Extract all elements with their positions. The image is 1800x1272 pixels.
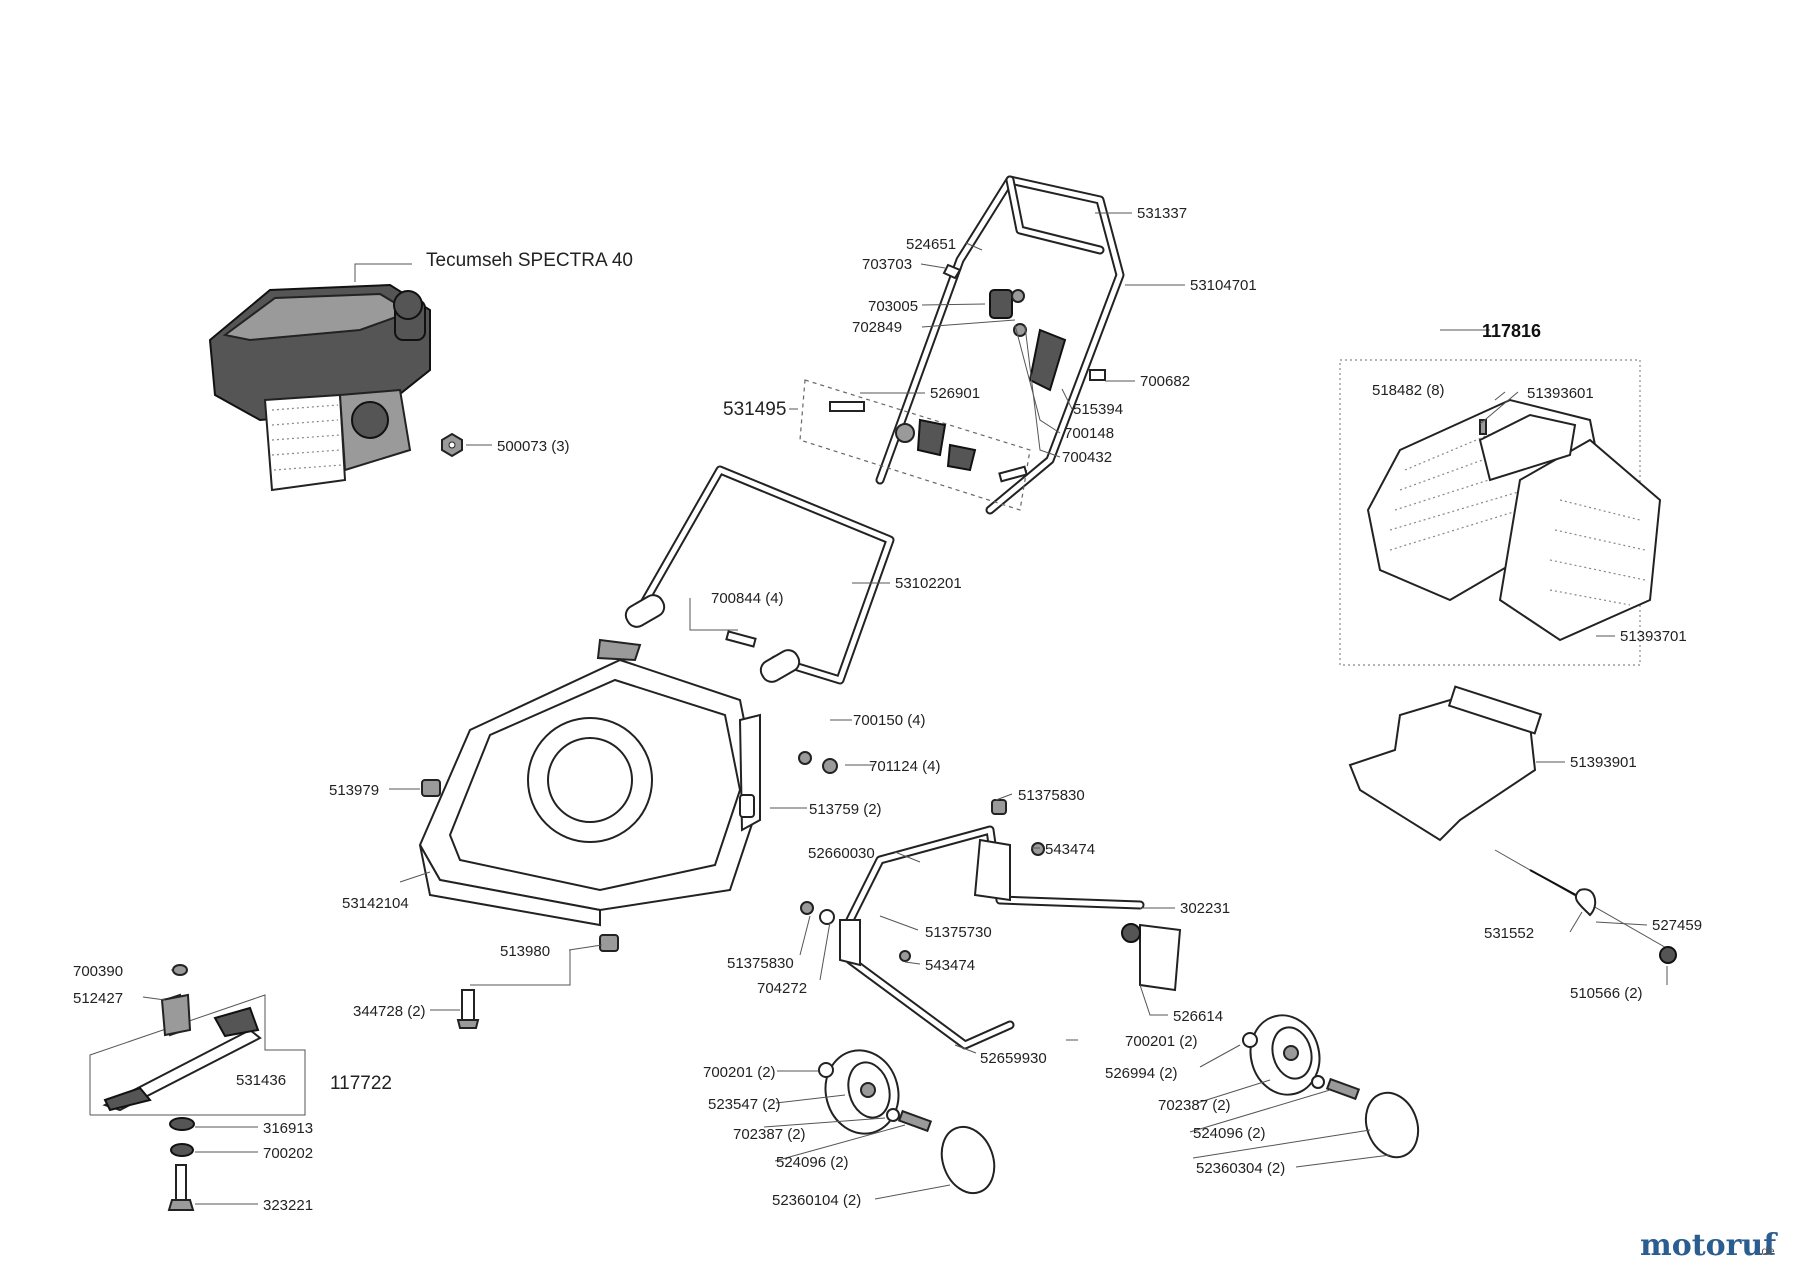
label-543474-lower: 543474 (925, 957, 975, 974)
grass-bag-kit-drawing (1339, 359, 1677, 964)
label-510566: 510566 (2) (1570, 985, 1643, 1002)
label-526614: 526614 (1173, 1008, 1223, 1025)
label-512427: 512427 (73, 990, 123, 1007)
upper-handle-drawing (875, 175, 1125, 515)
label-700202: 700202 (263, 1145, 313, 1162)
label-51375830-lower: 51375830 (727, 955, 794, 972)
label-323221: 323221 (263, 1197, 313, 1214)
rear-axle-drawing (800, 799, 1182, 1050)
label-51393601: 51393601 (1527, 385, 1594, 402)
label-700844: 700844 (4) (711, 590, 784, 607)
kit-label-blade: 117722 (330, 1073, 392, 1094)
kit-label-bag: 117816 (1482, 321, 1541, 341)
label-513979: 513979 (329, 782, 379, 799)
label-518482: 518482 (8) (1372, 382, 1445, 399)
label-704272: 704272 (757, 980, 807, 997)
label-51375730: 51375730 (925, 924, 992, 941)
label-515394: 515394 (1073, 401, 1123, 418)
handle-fixing-set-531495 (799, 379, 1031, 511)
label-543474-upper: 543474 (1045, 841, 1095, 858)
label-302231: 302231 (1180, 900, 1230, 917)
label-700148: 700148 (1064, 425, 1114, 442)
label-344728: 344728 (2) (353, 1003, 426, 1020)
deck-drawing (418, 638, 838, 927)
label-531436: 531436 (236, 1072, 286, 1089)
leader-lines (142, 212, 1668, 1205)
label-51375830-upper: 51375830 (1018, 787, 1085, 804)
deck-fixings (421, 779, 755, 952)
label-527459: 527459 (1652, 917, 1702, 934)
wheel-left (818, 1049, 996, 1195)
label-52360104: 52360104 (2) (772, 1192, 861, 1209)
label-53142104: 53142104 (342, 895, 409, 912)
label-702387-left: 702387 (2) (733, 1126, 806, 1143)
label-513980: 513980 (500, 943, 550, 960)
wheel-right (1242, 1014, 1420, 1159)
label-703005: 703005 (868, 298, 918, 315)
label-526901: 526901 (930, 385, 980, 402)
label-700432: 700432 (1062, 449, 1112, 466)
label-703703: 703703 (862, 256, 912, 273)
label-524651: 524651 (906, 236, 956, 253)
label-316913: 316913 (263, 1120, 313, 1137)
label-526994: 526994 (2) (1105, 1065, 1178, 1082)
label-51393701: 51393701 (1620, 628, 1687, 645)
label-531495: 531495 (723, 399, 786, 420)
engine-drawing (208, 283, 431, 492)
label-500073: 500073 (3) (497, 438, 570, 455)
engine-label: Tecumseh SPECTRA 40 (426, 250, 633, 271)
label-52659930: 52659930 (980, 1050, 1047, 1067)
label-702849: 702849 (852, 319, 902, 336)
label-700201-left: 700201 (2) (703, 1064, 776, 1081)
logo-suffix: .de (1758, 1244, 1775, 1258)
label-52660030: 52660030 (808, 845, 875, 862)
label-702387-right: 702387 (2) (1158, 1097, 1231, 1114)
site-logo: motoruf .de (1640, 1228, 1778, 1263)
label-53104701: 53104701 (1190, 277, 1257, 294)
label-701124: 701124 (4) (869, 758, 940, 775)
label-700682: 700682 (1140, 373, 1190, 390)
label-700390: 700390 (73, 963, 123, 980)
label-52360304: 52360304 (2) (1196, 1160, 1285, 1177)
label-51393901: 51393901 (1570, 754, 1637, 771)
blade-kit-drawing (89, 950, 571, 1211)
part-labels: Tecumseh SPECTRA 40 500073 (3) 531337 52… (73, 205, 1702, 1214)
label-53102201: 53102201 (895, 575, 962, 592)
logo-text: motoruf (1640, 1228, 1778, 1263)
lower-handle-drawing (624, 465, 895, 685)
label-531337: 531337 (1137, 205, 1187, 222)
label-513759: 513759 (2) (809, 801, 882, 818)
label-700150: 700150 (4) (853, 712, 926, 729)
nut-500073 (441, 432, 463, 458)
label-523547: 523547 (2) (708, 1096, 781, 1113)
label-531552: 531552 (1484, 925, 1534, 942)
label-700201-right: 700201 (2) (1125, 1033, 1198, 1050)
label-524096-left: 524096 (2) (776, 1154, 849, 1171)
label-524096-right: 524096 (2) (1193, 1125, 1266, 1142)
